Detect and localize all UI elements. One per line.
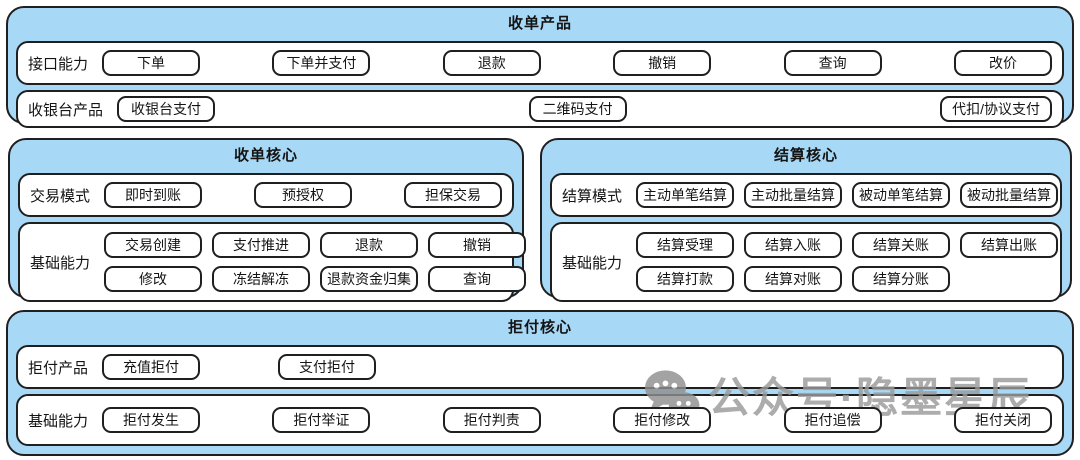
row-interface-capabilities: 接口能力 下单 下单并支付 退款 撤销 查询 改价 [16,41,1064,85]
capability-button: 撤销 [428,232,527,258]
capability-button: 结算入账 [744,232,843,258]
capability-button: 退款 [320,232,419,258]
row-basic-capabilities: 基础能力 交易创建 支付推进 退款 撤销 修改 冻结解冻 退款资金归集 查询 [18,222,527,302]
capability-button: 拒付举证 [272,407,371,433]
capability-button: 结算打款 [636,266,735,292]
button-group: 交易创建 支付推进 退款 撤销 修改 冻结解冻 退款资金归集 查询 [104,232,527,292]
panel-acquiring-core: 收单核心 交易模式 即时到账 预授权 担保交易 基础能力 交易创建 支付推进 退… [8,138,527,302]
button-group: 即时到账 预授权 担保交易 [104,182,502,208]
capability-button: 担保交易 [403,182,502,208]
capability-button: 结算出账 [960,232,1059,258]
panel-title: 结算核心 [773,147,838,164]
panel-settlement-core: 结算核心 结算模式 主动单笔结算 主动批量结算 被动单笔结算 被动批量结算 基础… [540,138,1072,302]
capability-button: 交易创建 [104,232,203,258]
panel-chargeback-core: 拒付核心 拒付产品 充值拒付 支付拒付 基础能力 拒付发生 拒付举证 拒付判责 … [6,310,1074,456]
capability-button: 主动单笔结算 [636,182,735,208]
row-chargeback-products: 拒付产品 充值拒付 支付拒付 [16,345,1064,389]
capability-button: 下单并支付 [272,50,371,76]
capability-button: 收银台支付 [117,96,216,122]
capability-button: 二维码支付 [528,96,627,122]
row-label: 基础能力 [30,254,91,272]
capability-button: 被动批量结算 [960,182,1059,208]
button-group: 充值拒付 支付拒付 [102,354,1052,380]
capability-button: 结算对账 [744,266,843,292]
button-group: 下单 下单并支付 退款 撤销 查询 改价 [102,50,1052,76]
row-label: 接口能力 [28,55,89,73]
capability-button: 撤销 [613,50,712,76]
panel-acquiring-products: 收单产品 接口能力 下单 下单并支付 退款 撤销 查询 改价 收银台产品 收银台… [6,6,1074,128]
panel-title: 收单核心 [233,147,298,164]
button-group: 主动单笔结算 主动批量结算 被动单笔结算 被动批量结算 [636,182,1059,208]
capability-button: 支付拒付 [278,354,377,380]
capability-button: 拒付判责 [442,407,541,433]
row-label: 结算模式 [562,187,623,205]
capability-button: 被动单笔结算 [852,182,951,208]
capability-button: 改价 [953,50,1052,76]
capability-button: 冻结解冻 [212,266,311,292]
panel-title: 拒付核心 [507,319,572,336]
button-group: 结算受理 结算入账 结算关账 结算出账 结算打款 结算对账 结算分账 [636,232,1059,292]
capability-button: 充值拒付 [102,354,201,380]
row-label: 基础能力 [28,412,89,430]
capability-button: 退款资金归集 [320,266,419,292]
capability-button: 查询 [783,50,882,76]
button-group: 收银台支付 二维码支付 代扣/协议支付 [117,96,1052,122]
row-label: 基础能力 [562,254,623,272]
row-label: 交易模式 [30,187,91,205]
row-checkout-products: 收银台产品 收银台支付 二维码支付 代扣/协议支付 [16,90,1064,128]
capability-button: 结算受理 [636,232,735,258]
capability-button: 预授权 [254,182,352,208]
capability-button: 拒付发生 [102,407,201,433]
capability-button: 结算分账 [852,266,951,292]
capability-button: 支付推进 [212,232,311,258]
button-group: 拒付发生 拒付举证 拒付判责 拒付修改 拒付追偿 拒付关闭 [102,407,1052,433]
row-label: 拒付产品 [28,359,89,377]
capability-button: 主动批量结算 [744,182,843,208]
capability-button: 拒付关闭 [953,407,1052,433]
row-trade-mode: 交易模式 即时到账 预授权 担保交易 [18,173,514,217]
capability-button: 拒付追偿 [783,407,882,433]
capability-button: 修改 [104,266,203,292]
row-basic-capabilities: 基础能力 结算受理 结算入账 结算关账 结算出账 结算打款 结算对账 结算分账 [550,222,1062,302]
row-basic-capabilities: 基础能力 拒付发生 拒付举证 拒付判责 拒付修改 拒付追偿 拒付关闭 [16,394,1064,446]
panel-title: 收单产品 [507,15,572,32]
capability-button: 退款 [442,50,541,76]
capability-button: 下单 [102,50,201,76]
capability-button: 拒付修改 [613,407,712,433]
row-label: 收银台产品 [28,101,104,119]
capability-button: 即时到账 [104,182,203,208]
capability-button: 结算关账 [852,232,951,258]
row-settlement-mode: 结算模式 主动单笔结算 主动批量结算 被动单笔结算 被动批量结算 [550,173,1062,217]
capability-button: 查询 [428,266,527,292]
capability-button: 代扣/协议支付 [940,96,1052,122]
